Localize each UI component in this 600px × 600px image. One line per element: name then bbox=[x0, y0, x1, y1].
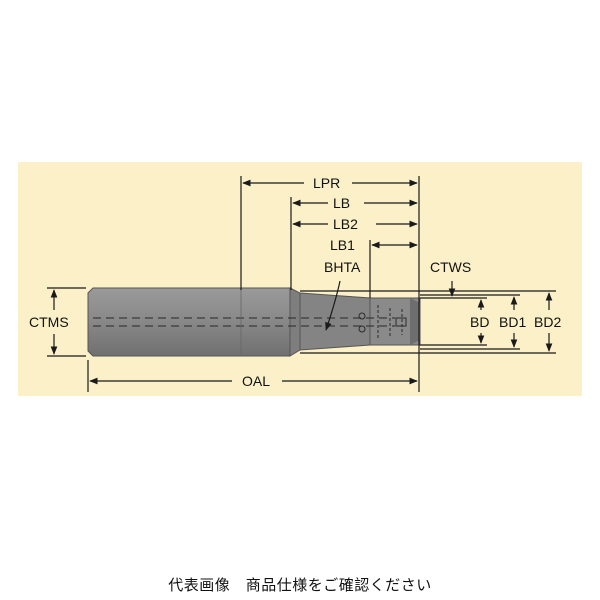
label-lb: LB bbox=[333, 195, 350, 211]
label-bd2: BD2 bbox=[534, 314, 561, 330]
label-lb1: LB1 bbox=[330, 237, 355, 253]
diagram-panel bbox=[18, 162, 582, 396]
label-bd1: BD1 bbox=[499, 314, 526, 330]
label-oal: OAL bbox=[242, 373, 270, 389]
tool-body bbox=[87, 287, 421, 357]
representative-image-caption: 代表画像 商品仕様をご確認ください bbox=[168, 576, 432, 594]
label-lb2: LB2 bbox=[333, 216, 358, 232]
label-ctws: CTWS bbox=[430, 259, 471, 275]
label-lpr: LPR bbox=[313, 175, 340, 191]
dimension-lines bbox=[47, 176, 556, 392]
label-bd: BD bbox=[470, 314, 489, 330]
label-bhta: BHTA bbox=[324, 259, 361, 275]
label-ctms: CTMS bbox=[29, 314, 69, 330]
